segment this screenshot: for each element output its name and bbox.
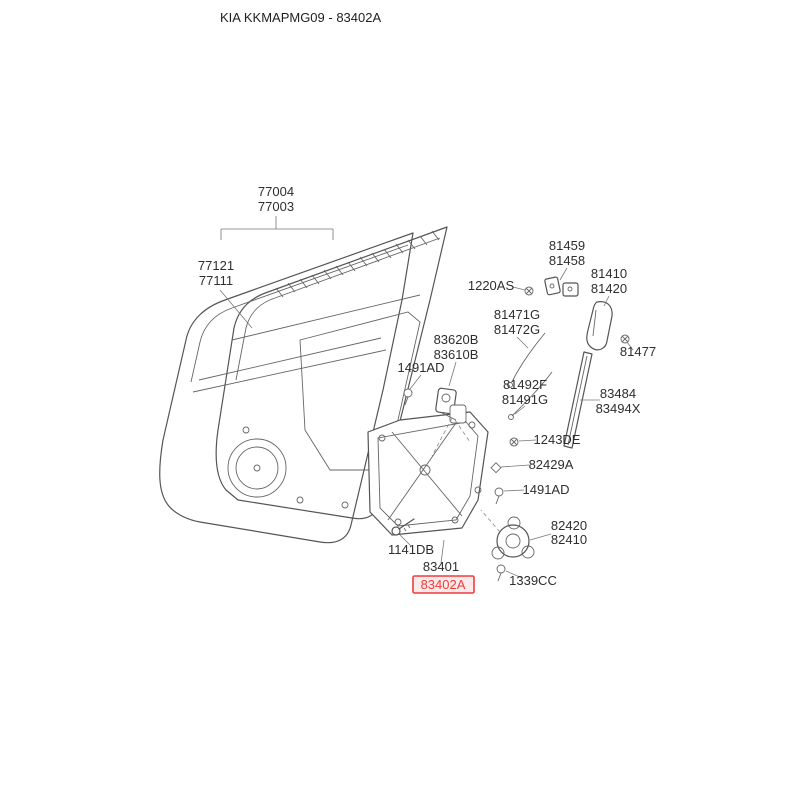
part-number-77121[interactable]: 77121 — [198, 258, 234, 273]
glass-channel — [563, 351, 593, 449]
door-handle — [586, 301, 613, 351]
part-number-81477[interactable]: 81477 — [620, 344, 656, 359]
part-number-81458[interactable]: 81458 — [549, 253, 585, 268]
carrier-plate-module — [367, 411, 489, 536]
part-number-81472g[interactable]: 81472G — [494, 322, 540, 337]
part-number-1491ad-top[interactable]: 1491AD — [398, 360, 445, 375]
window-motor — [491, 516, 535, 560]
hatch-marks — [275, 230, 440, 298]
part-number-83401[interactable]: 83401 — [423, 559, 459, 574]
part-number-81410[interactable]: 81410 — [591, 266, 627, 281]
diagram-title: KIA KKMAPMG09 - 83402A — [220, 10, 381, 25]
label-handle[interactable]: 81410 81420 — [591, 266, 627, 296]
part-number-83610b[interactable]: 83610B — [434, 347, 479, 362]
bracket-door-panel — [220, 216, 334, 240]
part-number-82410[interactable]: 82410 — [551, 532, 587, 547]
lock-rod-lower — [511, 371, 553, 417]
clip-82429a — [490, 462, 502, 474]
label-hinge[interactable]: 81459 81458 — [549, 238, 585, 268]
lock-rod-lower-end — [508, 414, 514, 420]
part-number-77003[interactable]: 77003 — [258, 199, 294, 214]
part-number-83494x[interactable]: 83494X — [596, 401, 641, 416]
part-number-82429a[interactable]: 82429A — [529, 457, 574, 472]
label-door-outer[interactable]: 77121 77111 — [198, 258, 234, 288]
bolt-1141db — [391, 518, 415, 536]
highlighted-part-label[interactable]: 83402A — [412, 575, 475, 594]
label-latch[interactable]: 83620B 83610B — [434, 332, 479, 362]
latch-assembly — [435, 387, 467, 424]
part-number-81491g[interactable]: 81491G — [502, 392, 548, 407]
part-number-77004[interactable]: 77004 — [258, 184, 294, 199]
label-channel[interactable]: 83484 83494X — [596, 386, 641, 416]
label-rod-lower[interactable]: 81492F 81491G — [502, 377, 548, 407]
label-motor[interactable]: 82420 82410 — [551, 518, 587, 547]
part-number-81492f[interactable]: 81492F — [503, 377, 547, 392]
part-number-1243de[interactable]: 1243DE — [534, 432, 581, 447]
bolt-81477 — [620, 334, 630, 344]
lock-rod-upper-end — [507, 382, 513, 388]
bolt-1243de — [509, 437, 519, 447]
part-number-1491ad-mid[interactable]: 1491AD — [523, 482, 570, 497]
label-rod-upper[interactable]: 81471G 81472G — [494, 307, 540, 337]
part-number-82420[interactable]: 82420 — [551, 518, 587, 533]
part-number-81459[interactable]: 81459 — [549, 238, 585, 253]
highlight-box[interactable] — [412, 575, 475, 594]
part-number-1339cc[interactable]: 1339CC — [509, 573, 557, 588]
part-number-83484[interactable]: 83484 — [600, 386, 636, 401]
assembly-reference-lines — [431, 417, 501, 533]
screw-1491ad-top — [403, 388, 413, 406]
screw-1491ad-mid — [494, 487, 504, 505]
label-door-panel[interactable]: 77004 77003 — [258, 184, 294, 214]
door-hinges — [544, 276, 579, 297]
part-number-1141db[interactable]: 1141DB — [388, 542, 434, 557]
lock-rod-upper — [511, 332, 546, 383]
part-number-83402a[interactable]: 83402A — [421, 577, 466, 592]
bolt-1220as — [524, 286, 534, 296]
part-number-77111[interactable]: 77111 — [199, 273, 233, 288]
part-number-81420[interactable]: 81420 — [591, 281, 627, 296]
leader-lines — [219, 267, 634, 579]
part-number-1220as[interactable]: 1220AS — [468, 278, 515, 293]
speaker-opening — [227, 438, 287, 498]
screw-1339cc — [496, 564, 506, 582]
part-number-81471g[interactable]: 81471G — [494, 307, 540, 322]
part-number-83620b[interactable]: 83620B — [434, 332, 479, 347]
